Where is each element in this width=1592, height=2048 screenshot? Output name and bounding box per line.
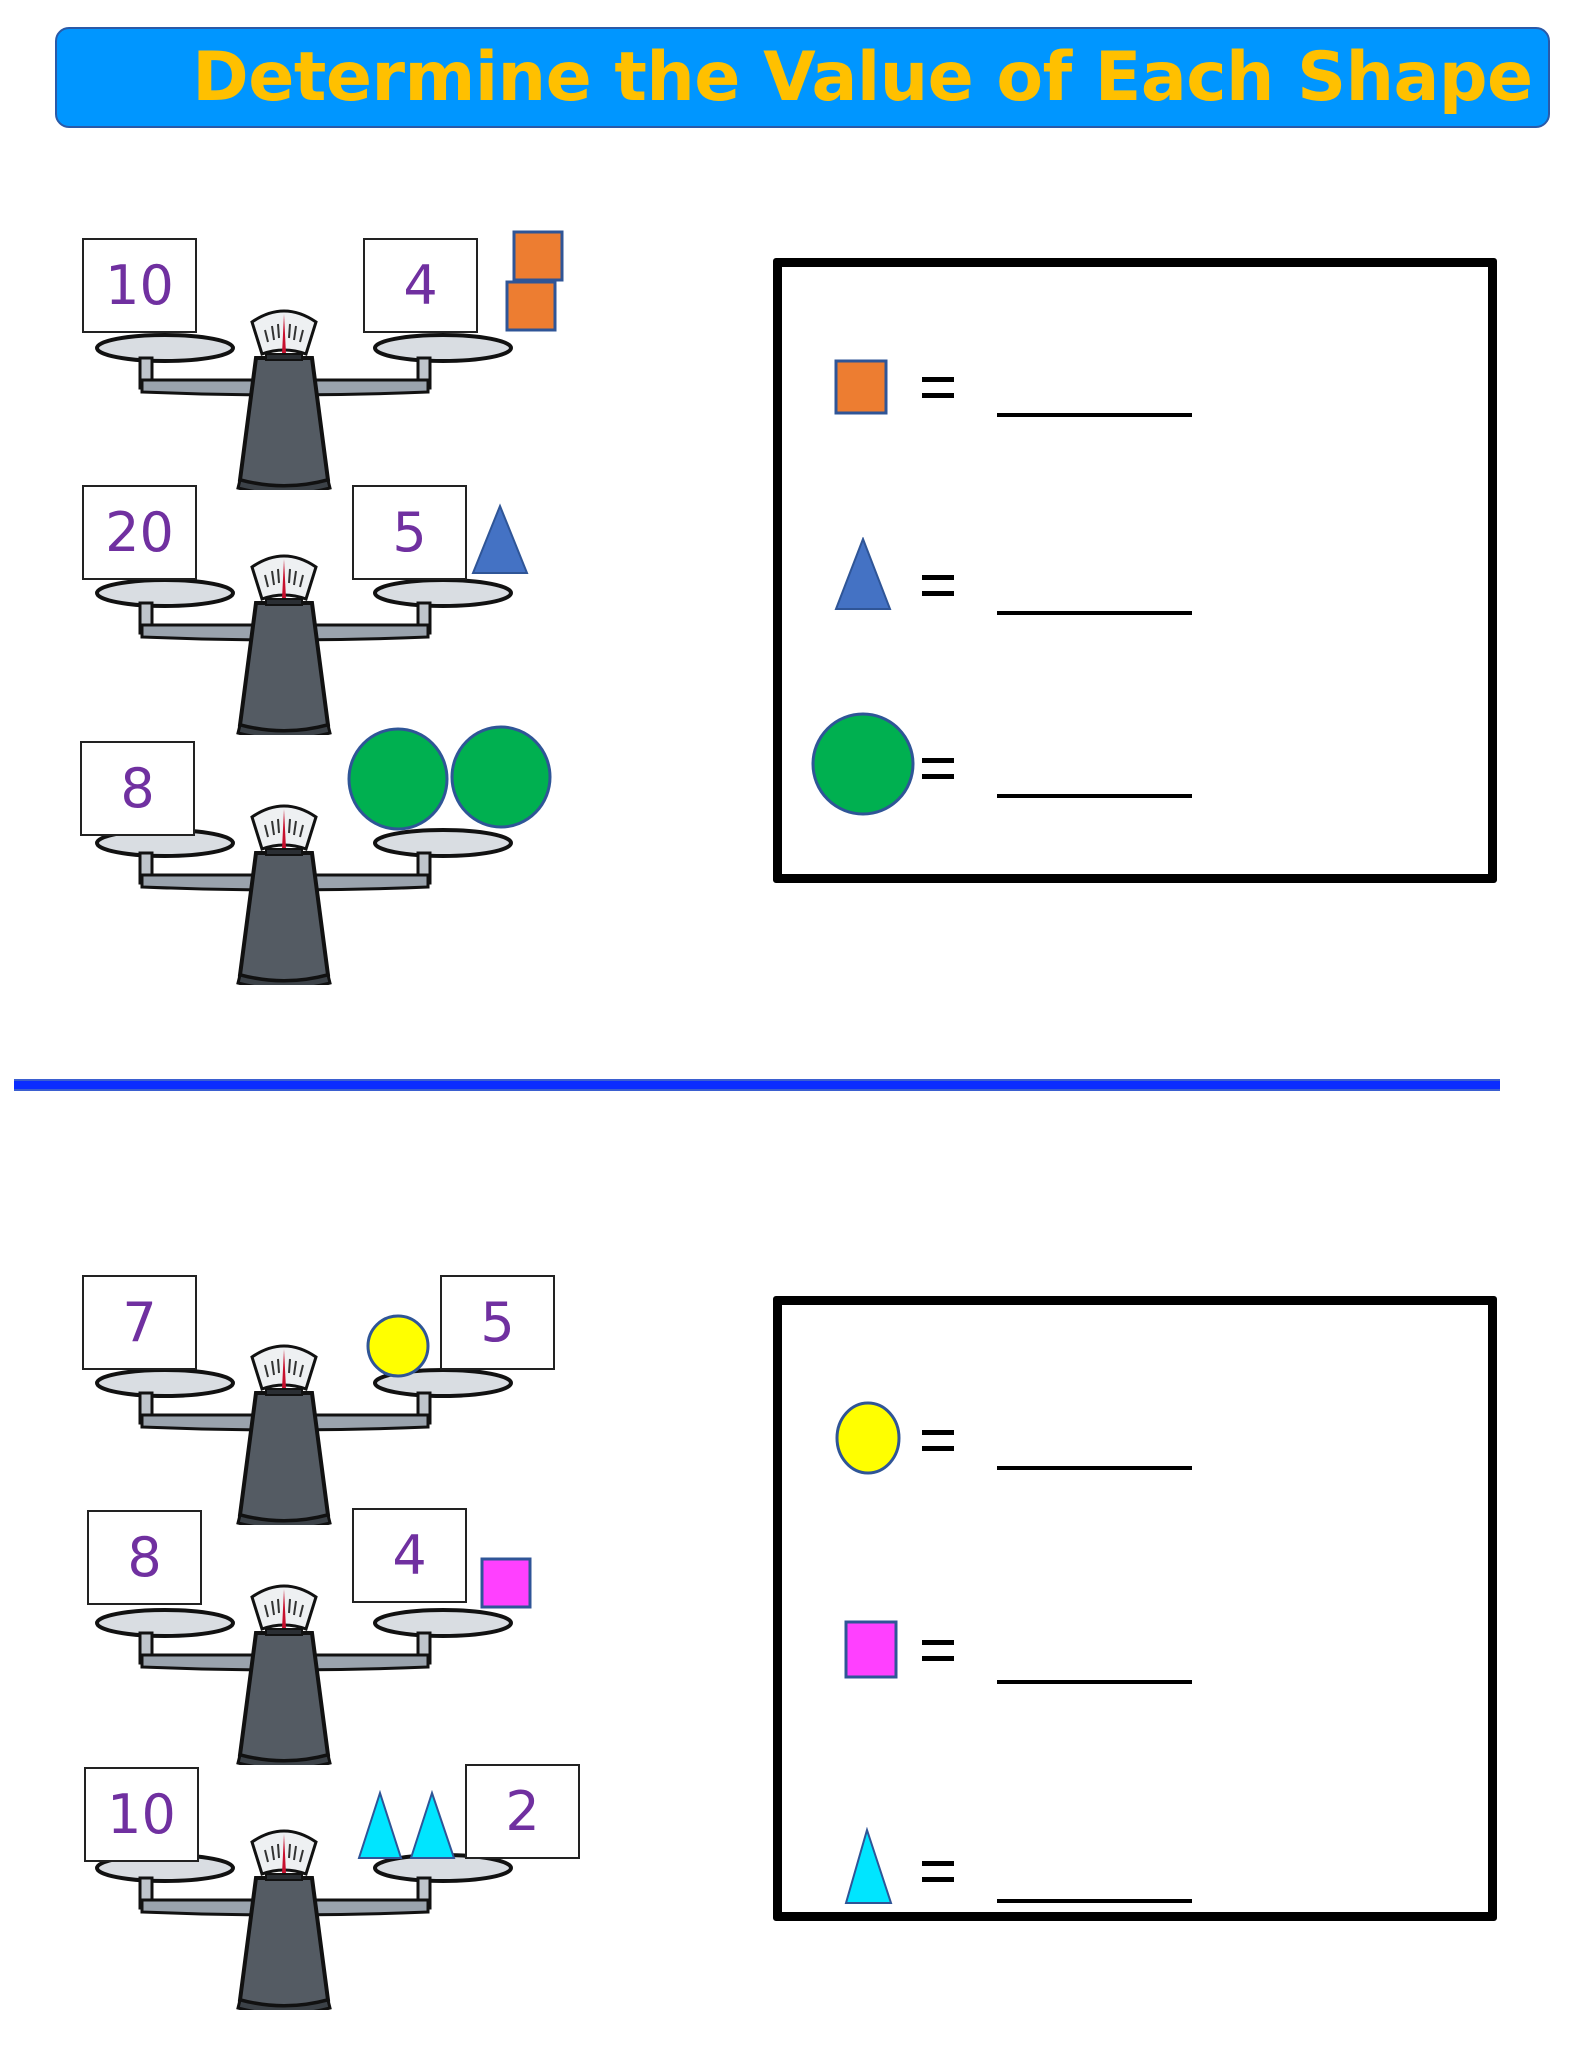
- answer-blank[interactable]: [997, 1466, 1192, 1470]
- answer-row-magenta-square: [782, 1620, 1488, 1730]
- right-number-card: 4: [363, 238, 478, 333]
- left-number-card: 20: [82, 485, 197, 580]
- yellow-circle-icon: [835, 1401, 901, 1475]
- yellow-circle-icon: [366, 1314, 430, 1378]
- section-divider: [14, 1079, 1500, 1091]
- answer-row-cyan-triangle: [782, 1827, 1488, 1937]
- answer-box-1: [773, 258, 1497, 883]
- magenta-square-icon: [844, 1620, 898, 1679]
- answer-blank[interactable]: [997, 611, 1192, 615]
- left-number-card: 8: [80, 741, 195, 836]
- right-number-card: 4: [352, 1508, 467, 1603]
- answer-blank[interactable]: [997, 413, 1192, 417]
- orange-square-icon: [505, 230, 564, 332]
- blue-triangle-icon: [834, 537, 892, 610]
- title-banner: Determine the Value of Each Shape: [55, 27, 1550, 128]
- equals-sign: [922, 1861, 954, 1883]
- left-number-card: 10: [84, 1767, 199, 1862]
- magenta-square-icon: [480, 1557, 532, 1609]
- left-number-card: 10: [82, 238, 197, 333]
- page-title: Determine the Value of Each Shape: [192, 38, 1533, 117]
- equals-sign: [922, 377, 954, 399]
- balance-scale-6: 10 2: [60, 1750, 620, 2010]
- green-circle-icon: [811, 712, 915, 816]
- answer-blank[interactable]: [997, 1899, 1192, 1903]
- balance-scale-2: 20 5: [60, 475, 620, 735]
- left-number-card: 8: [87, 1510, 202, 1605]
- blue-triangle-icon: [471, 503, 529, 574]
- cyan-triangle-icon: [844, 1827, 893, 1904]
- right-number-card: 5: [440, 1275, 555, 1370]
- equals-sign: [922, 758, 954, 780]
- orange-square-icon: [834, 359, 888, 415]
- answer-box-2: [773, 1296, 1497, 1921]
- right-number-card: 5: [352, 485, 467, 580]
- answer-row-yellow-circle: [782, 1400, 1488, 1510]
- answer-row-green-circle: [782, 712, 1488, 822]
- balance-scale-1: 10 4: [60, 230, 620, 490]
- balance-scale-4: 7 5: [60, 1265, 620, 1525]
- left-number-card: 7: [82, 1275, 197, 1370]
- green-circle-icon: [347, 725, 552, 831]
- right-number-card: 2: [465, 1764, 580, 1859]
- equals-sign: [922, 575, 954, 597]
- answer-blank[interactable]: [997, 794, 1192, 798]
- cyan-triangle-icon: [357, 1790, 456, 1859]
- balance-scale-3: 8: [60, 725, 620, 985]
- equals-sign: [922, 1430, 954, 1452]
- answer-row-orange-square: [782, 359, 1488, 469]
- balance-scale-5: 8 4: [60, 1505, 620, 1765]
- answer-blank[interactable]: [997, 1680, 1192, 1684]
- answer-row-blue-triangle: [782, 537, 1488, 647]
- equals-sign: [922, 1640, 954, 1662]
